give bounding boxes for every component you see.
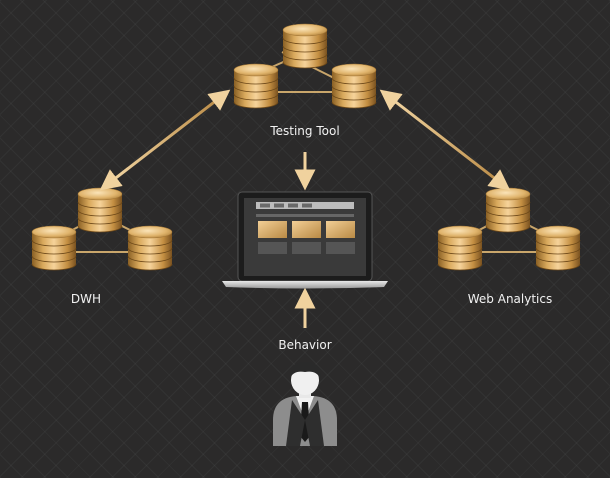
laptop-base xyxy=(222,281,388,289)
laptop xyxy=(222,191,388,289)
database-stacks xyxy=(31,23,581,271)
testing-tool-database-icon xyxy=(331,63,377,109)
label-dwh: DWH xyxy=(70,292,102,306)
testing-tool-database-icon xyxy=(282,23,328,69)
screen-panel-1 xyxy=(258,221,287,238)
web-analytics-database-icon xyxy=(535,225,581,271)
label-testing-tool: Testing Tool xyxy=(270,124,340,138)
web-analytics-database-icon xyxy=(437,225,483,271)
web-analytics-database-icon xyxy=(485,187,531,233)
screen-panel-2 xyxy=(292,221,321,238)
testing-tool-database-icon xyxy=(233,63,279,109)
screen-panel-3 xyxy=(326,221,355,238)
dwh-database-icon xyxy=(31,225,77,271)
user-avatar-icon xyxy=(273,362,337,446)
arrow-testing-tool-web-analytics xyxy=(379,89,511,191)
dwh-database-icon xyxy=(77,187,123,233)
screen-block xyxy=(258,242,287,254)
label-web-analytics: Web Analytics xyxy=(467,292,553,306)
screen-header-block xyxy=(260,203,270,208)
screen-divider xyxy=(256,214,354,217)
screen-header-block xyxy=(274,203,284,208)
label-behavior: Behavior xyxy=(278,338,332,352)
screen-block xyxy=(326,242,355,254)
dwh-database-icon xyxy=(127,225,173,271)
arrow-dwh-testing-tool xyxy=(99,89,231,191)
screen-header-block xyxy=(302,203,312,208)
screen-block xyxy=(292,242,321,254)
screen-header-block xyxy=(288,203,298,208)
